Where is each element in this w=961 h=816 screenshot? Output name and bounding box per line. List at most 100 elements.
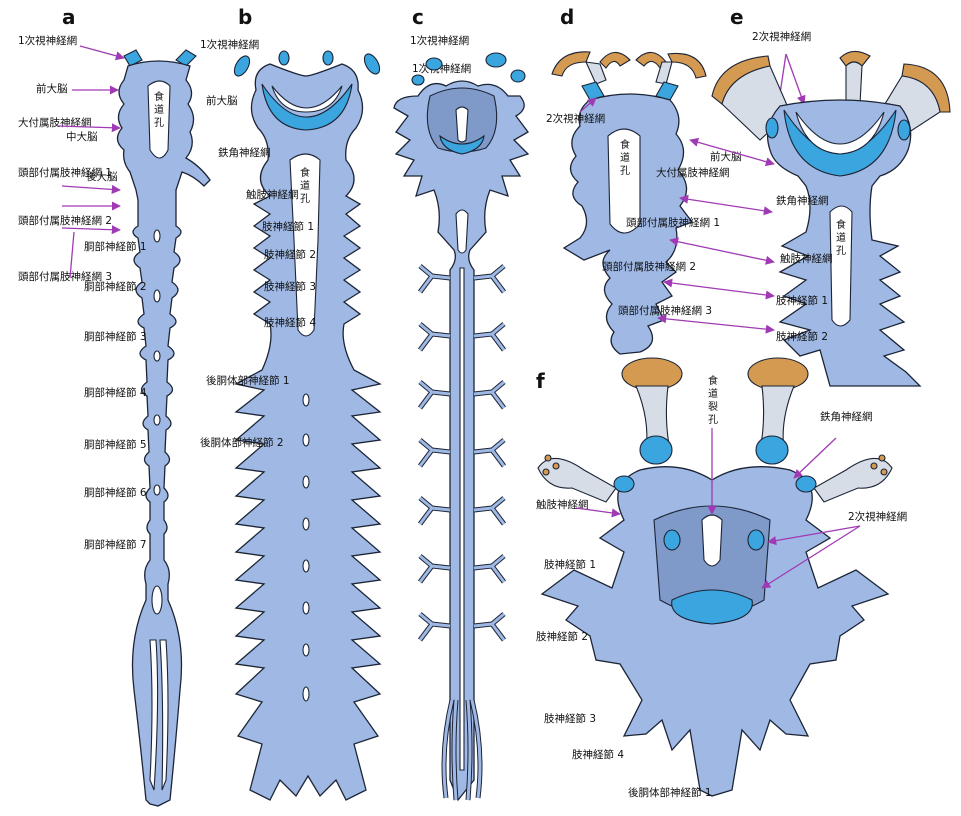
panel-label-b: b: [238, 5, 252, 29]
label-a-trunk-4: 胴部神経節 4: [84, 386, 147, 399]
ganglion-hole: [154, 230, 160, 242]
optic-neuropil-f: [640, 436, 672, 464]
label-b-primary-optic: 1次視神経網: [200, 38, 259, 51]
foramen-label-d-1: 食: [620, 138, 630, 151]
optic-neuropil: [323, 51, 333, 65]
optic-stalk: [846, 62, 862, 104]
label-a-trunk-2: 胴部神経節 2: [84, 280, 147, 293]
antenna-neuropil-f: [614, 476, 634, 492]
foramen-c-lower: [456, 210, 468, 253]
optic-neuropil: [511, 70, 525, 82]
foramen-label-f-4: 孔: [708, 414, 718, 426]
eye-dot: [553, 463, 559, 469]
label-b-opisthosomal-1: 後胴体部神経節 1: [206, 374, 290, 387]
label-e-leg-2: 肢神経節 2: [776, 330, 828, 343]
label-a-primary-optic: 1次視神経網: [18, 34, 77, 47]
label-f-leg-2: 肢神経節 2: [536, 630, 588, 643]
secondary-optic-neuropil-e: [898, 120, 910, 140]
foramen-label-b-3: 孔: [300, 193, 310, 205]
foramen-label-b-2: 道: [300, 179, 310, 192]
label-a-trunk-5: 胴部神経節 5: [84, 438, 147, 451]
optic-neuropil: [412, 75, 424, 85]
secondary-optic-neuropil-f: [748, 530, 764, 550]
optic-neuropil: [231, 53, 252, 78]
ganglion-hole: [154, 290, 160, 302]
eye-dot: [545, 455, 551, 461]
ganglion-hole: [303, 602, 309, 614]
compound-eye: [748, 358, 808, 390]
label-e-secondary-optic: 2次視神経網: [752, 30, 811, 43]
label-f-leg-1: 肢神経節 1: [544, 558, 596, 571]
foramen-label-f-2: 道: [708, 387, 718, 400]
label-f-leg-3: 肢神経節 3: [544, 712, 596, 725]
ganglion-hole: [303, 560, 309, 572]
secondary-optic-neuropil-f: [664, 530, 680, 550]
foramen-label-e-2: 道: [836, 231, 846, 244]
label-d-head-2: 頭部付属肢神経網 2: [602, 260, 696, 273]
label-b-opisthosomal-2: 後胴体部神経節 2: [200, 436, 284, 449]
label-d-secondary-optic-1: 2次視神経網: [546, 112, 605, 125]
panel-d: d 食 道 孔 2次視神経網 大付属肢神経網 頭部付属肢神経網 1 頭部付属肢神…: [546, 5, 730, 354]
eye-dot: [879, 455, 885, 461]
ganglion-hole: [303, 687, 309, 701]
label-e-leg-1: 肢神経節 1: [776, 294, 828, 307]
label-b-chelicera: 鉄角神経網: [218, 146, 271, 159]
foramen-label-e-3: 孔: [836, 245, 846, 257]
eye-dot: [543, 469, 549, 475]
panel-label-c: c: [412, 5, 424, 29]
panel-f: f 食 道 裂 孔 鉄角神経網 2次視神経網 触肢神経網: [536, 358, 907, 799]
label-a-deutocerebrum: 中大脳: [66, 130, 98, 143]
compound-eye: [622, 358, 682, 390]
label-b-leg-3: 肢神経節 3: [264, 280, 316, 293]
antenna-stalk: [814, 458, 892, 502]
compound-eye: [600, 52, 630, 68]
label-b-leg-1: 肢神経節 1: [262, 220, 314, 233]
foramen-label-d-2: 道: [620, 151, 630, 164]
optic-neuropil: [486, 53, 506, 67]
ganglion-hole: [154, 415, 160, 425]
label-f-secondary-optic: 2次視神経網: [848, 510, 907, 523]
esophageal-foramen-f: [702, 515, 722, 566]
label-f-leg-4: 肢神経節 4: [572, 748, 624, 761]
label-b-leg-2: 肢神経節 2: [264, 248, 316, 261]
foramen-label-f-3: 裂: [708, 400, 718, 413]
foramen-label-a-2: 道: [154, 103, 164, 116]
ganglion-hole: [303, 518, 309, 530]
label-a-protocerebrum: 前大脳: [36, 82, 68, 95]
foramen-label-a-1: 食: [154, 90, 164, 103]
label-c-primary-optic-1: 1次視神経網: [410, 34, 469, 47]
optic-neuropil: [361, 51, 382, 76]
foramen-label-d-3: 孔: [620, 165, 630, 177]
panel-label-f: f: [536, 369, 545, 393]
foramen-label-a-3: 孔: [154, 117, 164, 129]
foramen-label-e-1: 食: [836, 218, 846, 231]
label-b-pedipalp: 触肢神経網: [246, 188, 299, 201]
label-b-protocerebrum: 前大脳: [206, 94, 238, 107]
panel-b: b 1次視神経網 食 道 孔 前大脳 鉄角神経網 触肢神経網 肢神経節 1 肢神…: [200, 5, 383, 800]
eye-dot: [871, 463, 877, 469]
antenna-stalk: [538, 458, 616, 502]
foramen-label-f-1: 食: [708, 374, 718, 387]
compound-eye: [552, 52, 590, 76]
label-a-trunk-1: 胴部神経節 1: [84, 240, 147, 253]
antenna-neuropil-f: [796, 476, 816, 492]
label-d-great-appendage: 大付属肢神経網: [656, 166, 730, 179]
label-a-head-appendage-2: 頭部付属肢神経網 2: [18, 214, 112, 227]
panel-label-a: a: [62, 5, 76, 29]
ganglion-hole: [303, 394, 309, 406]
secondary-optic-neuropil-e: [766, 118, 778, 138]
label-d-head-1: 頭部付属肢神経網 1: [626, 216, 720, 229]
ganglion-hole: [303, 434, 309, 446]
label-e-chelicera: 鉄角神経網: [776, 194, 829, 207]
panel-e: e 2次視神経網 食 道 孔 前大脳 鉄角神経網 触肢神経網 肢神経節 1 肢神…: [658, 5, 950, 386]
optic-neuropil: [279, 51, 289, 65]
ganglion-hole: [152, 586, 162, 614]
compound-eye: [668, 53, 706, 78]
ganglion-hole: [303, 644, 309, 656]
esophageal-foramen-c: [456, 107, 468, 142]
label-b-leg-4: 肢神経節 4: [264, 316, 316, 329]
ganglion-hole: [303, 476, 309, 488]
label-a-trunk-6: 胴部神経節 6: [84, 486, 147, 499]
panel-label-d: d: [560, 5, 574, 29]
label-a-tritocerebrum: 後大脳: [86, 170, 118, 183]
